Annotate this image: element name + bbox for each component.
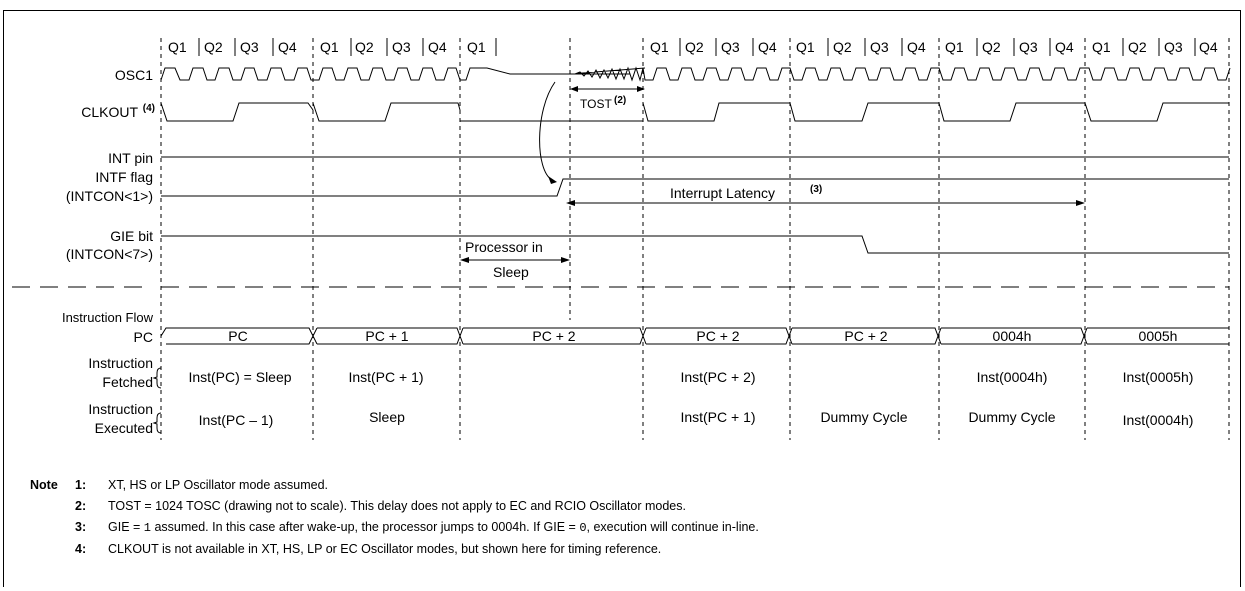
pc-value: PC + 2 bbox=[696, 328, 739, 344]
executed-instruction: Sleep bbox=[369, 409, 405, 425]
executed-instructions: Inst(PC – 1) Sleep Inst(PC + 1) Dummy Cy… bbox=[199, 409, 1194, 428]
note-text: XT, HS or LP Oscillator mode assumed. bbox=[108, 478, 328, 492]
intf-label: INTF flag bbox=[95, 169, 153, 185]
q-label: Q4 bbox=[758, 39, 777, 55]
osc1-label: OSC1 bbox=[115, 67, 153, 83]
executed-instruction: Inst(0004h) bbox=[1123, 412, 1194, 428]
tost-label: TOST bbox=[580, 97, 612, 111]
q-label: Q4 bbox=[907, 39, 926, 55]
q-label: Q4 bbox=[278, 39, 297, 55]
pc-value: 0005h bbox=[1139, 328, 1178, 344]
signal-labels: OSC1 CLKOUT (4) INT pin INTF flag (INTCO… bbox=[62, 67, 155, 436]
note-item: 2: TOST = 1024 TOSC (drawing not to scal… bbox=[30, 496, 759, 517]
q-label: Q1 bbox=[1092, 39, 1111, 55]
fetched-instruction: Inst(PC + 2) bbox=[680, 369, 755, 385]
q-label: Q2 bbox=[685, 39, 704, 55]
q-label: Q1 bbox=[650, 39, 669, 55]
q-label: Q1 bbox=[467, 39, 486, 55]
fetched-instructions: Inst(PC) = Sleep Inst(PC + 1) Inst(PC + … bbox=[188, 369, 1193, 385]
note-number: 1: bbox=[75, 478, 87, 492]
instruction-flow-label: Instruction Flow bbox=[62, 310, 154, 325]
q-label: Q3 bbox=[1019, 39, 1038, 55]
timing-diagram: Q1 Q2 Q3 Q4 Q1 Q2 Q3 Q4 Q1 Q1 Q2 Q3 Q4 Q… bbox=[12, 38, 1231, 440]
note-label: Note bbox=[30, 478, 58, 492]
pc-value: PC + 2 bbox=[532, 328, 575, 344]
latency-note-ref: (3) bbox=[810, 184, 822, 195]
braces bbox=[152, 367, 162, 434]
q-label: Q4 bbox=[1199, 39, 1218, 55]
executed-instruction: Dummy Cycle bbox=[820, 409, 907, 425]
executed-instruction: Inst(PC + 1) bbox=[680, 409, 755, 425]
q-label: Q3 bbox=[240, 39, 259, 55]
note-text: TOST = 1024 TOSC (drawing not to scale).… bbox=[108, 499, 686, 513]
q-label: Q2 bbox=[833, 39, 852, 55]
note-number: 4: bbox=[75, 542, 87, 556]
q-label: Q2 bbox=[1128, 39, 1147, 55]
q-separators bbox=[198, 38, 1196, 56]
executed-label-2: Executed bbox=[95, 420, 153, 436]
sleep-label-2: Sleep bbox=[493, 264, 529, 280]
cycle-boundaries bbox=[160, 38, 1230, 440]
pc-value: 0004h bbox=[993, 328, 1032, 344]
latency-label: Interrupt Latency bbox=[670, 185, 775, 201]
pc-value: PC + 1 bbox=[365, 328, 408, 344]
executed-label: Instruction bbox=[88, 401, 153, 417]
fetched-instruction: Inst(PC + 1) bbox=[348, 369, 423, 385]
q-label: Q4 bbox=[1055, 39, 1074, 55]
executed-instruction: Inst(PC – 1) bbox=[199, 412, 274, 428]
pc-label: PC bbox=[134, 329, 153, 345]
note-text: CLKOUT is not available in XT, HS, LP or… bbox=[108, 542, 662, 556]
note-text: GIE = 1 assumed. In this case after wake… bbox=[108, 520, 759, 535]
fetched-label: Instruction bbox=[88, 355, 153, 371]
executed-instruction: Dummy Cycle bbox=[968, 409, 1055, 425]
q-label: Q2 bbox=[355, 39, 374, 55]
q-labels: Q1 Q2 Q3 Q4 Q1 Q2 Q3 Q4 Q1 Q1 Q2 Q3 Q4 Q… bbox=[168, 39, 1218, 55]
fetched-label-2: Fetched bbox=[102, 374, 153, 390]
q-label: Q3 bbox=[1164, 39, 1183, 55]
pc-values: PC PC + 1 PC + 2 PC + 2 PC + 2 0004h 000… bbox=[228, 328, 1177, 344]
int-pin-label: INT pin bbox=[108, 150, 153, 166]
note-item: Note 1: XT, HS or LP Oscillator mode ass… bbox=[30, 475, 759, 496]
fetched-instruction: Inst(PC) = Sleep bbox=[188, 369, 291, 385]
note-item: 4: CLKOUT is not available in XT, HS, LP… bbox=[30, 539, 759, 560]
clkout-waveform bbox=[160, 102, 1229, 122]
note-number: 3: bbox=[75, 520, 87, 534]
notes: Note 1: XT, HS or LP Oscillator mode ass… bbox=[30, 475, 759, 560]
gie-register-label: (INTCON<7>) bbox=[66, 246, 153, 262]
gie-waveform bbox=[161, 235, 1229, 254]
q-label: Q4 bbox=[428, 39, 447, 55]
q-label: Q3 bbox=[870, 39, 889, 55]
q-label: Q2 bbox=[204, 39, 223, 55]
tost-note-ref: (2) bbox=[614, 95, 626, 106]
sleep-label: Processor in bbox=[465, 239, 543, 255]
q-label: Q1 bbox=[796, 39, 815, 55]
pc-value: PC bbox=[228, 328, 247, 344]
clkout-note-ref: (4) bbox=[143, 103, 155, 114]
fetched-instruction: Inst(0005h) bbox=[1123, 369, 1194, 385]
clkout-label: CLKOUT bbox=[81, 104, 138, 120]
gie-label: GIE bit bbox=[110, 228, 153, 244]
intf-waveform bbox=[161, 178, 1229, 197]
note-item: 3: GIE = 1 assumed. In this case after w… bbox=[30, 517, 759, 539]
q-label: Q3 bbox=[392, 39, 411, 55]
wake-arrow bbox=[539, 81, 556, 181]
note-number: 2: bbox=[75, 499, 87, 513]
diagram-frame bbox=[3, 10, 1241, 587]
q-label: Q1 bbox=[945, 39, 964, 55]
intf-register-label: (INTCON<1>) bbox=[66, 188, 153, 204]
osc1-waveform bbox=[160, 66, 1231, 82]
q-label: Q1 bbox=[168, 39, 187, 55]
q-label: Q3 bbox=[721, 39, 740, 55]
q-label: Q1 bbox=[320, 39, 339, 55]
pc-value: PC + 2 bbox=[844, 328, 887, 344]
pc-bus bbox=[160, 327, 1229, 345]
q-label: Q2 bbox=[982, 39, 1001, 55]
fetched-instruction: Inst(0004h) bbox=[977, 369, 1048, 385]
